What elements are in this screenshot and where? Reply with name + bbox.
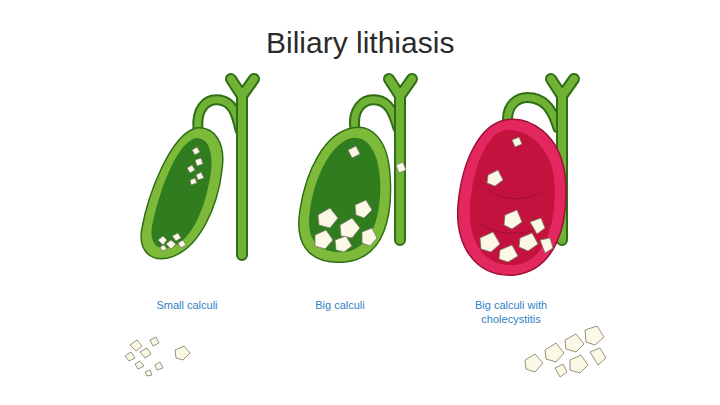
gallstones: [125, 137, 606, 377]
gallbladder-big: [299, 127, 391, 262]
stage-label: Big calculi: [285, 298, 395, 312]
gallbladder-inflamed: [458, 119, 566, 275]
stage-label: Big calculi with cholecystitis: [459, 298, 563, 326]
stage-label: Small calculi: [132, 298, 242, 312]
slide-title: Biliary lithiasis: [266, 26, 454, 60]
gallbladder-small: [141, 128, 223, 259]
